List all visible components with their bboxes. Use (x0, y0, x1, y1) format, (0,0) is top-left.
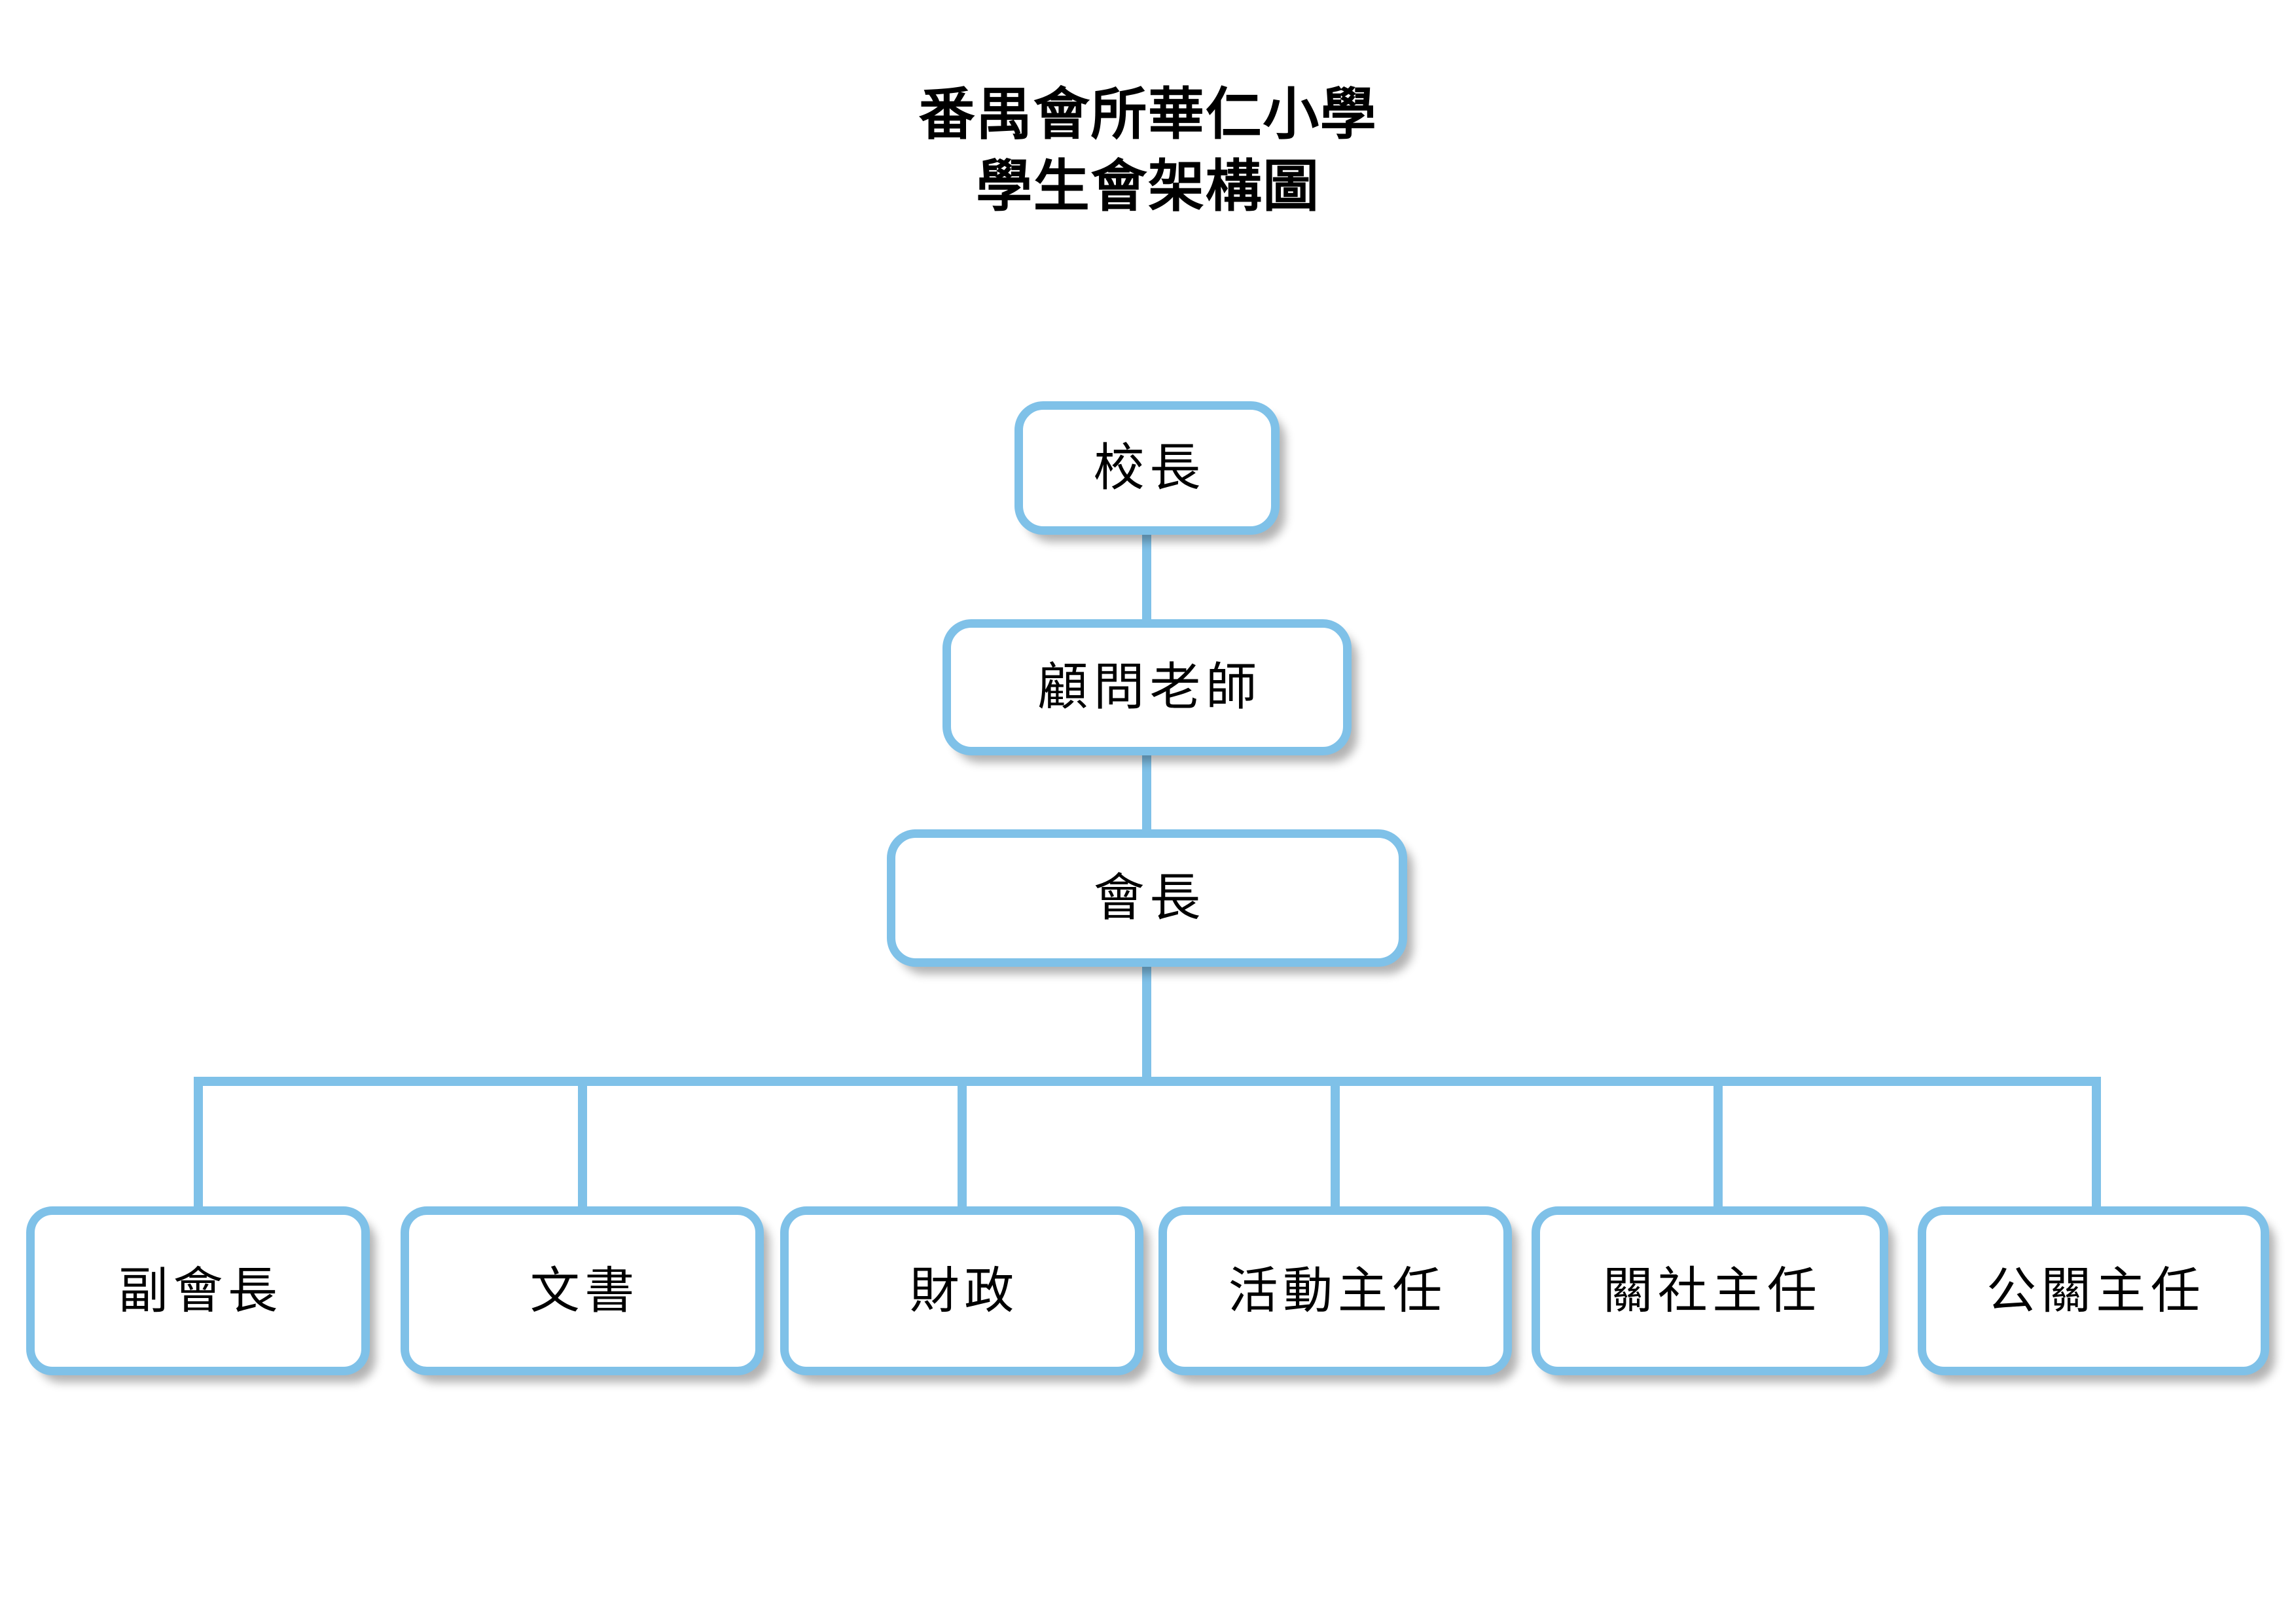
node-treasurer-label: 財政 (909, 1261, 1019, 1320)
node-secretary[interactable]: 文書 (401, 1206, 764, 1375)
node-activities-officer-label: 活動主任 (1228, 1261, 1447, 1320)
title-line-2: 學生會架構圖 (976, 154, 1320, 220)
node-principal[interactable]: 校長 (1014, 401, 1280, 535)
node-activities-officer[interactable]: 活動主任 (1158, 1206, 1512, 1375)
node-advisor-label: 顧問老師 (1037, 658, 1262, 717)
node-pr-officer[interactable]: 公關主任 (1918, 1206, 2269, 1375)
title-line-1: 番禺會所華仁小學 (918, 82, 1378, 147)
node-social-officer[interactable]: 關社主任 (1532, 1206, 1888, 1375)
node-advisor[interactable]: 顧問老師 (942, 619, 1352, 755)
node-vice-president[interactable]: 副會長 (26, 1206, 370, 1375)
node-principal-label: 校長 (1093, 439, 1206, 497)
node-vice-president-label: 副會長 (118, 1261, 283, 1320)
page-title: 番禺會所華仁小學 學生會架構圖 (0, 79, 2296, 223)
node-pr-officer-label: 公關主任 (1986, 1261, 2206, 1320)
node-president[interactable]: 會長 (887, 829, 1407, 967)
node-treasurer[interactable]: 財政 (780, 1206, 1143, 1375)
node-social-officer-label: 關社主任 (1603, 1261, 1822, 1320)
node-president-label: 會長 (1093, 869, 1206, 928)
node-secretary-label: 文書 (529, 1261, 639, 1320)
